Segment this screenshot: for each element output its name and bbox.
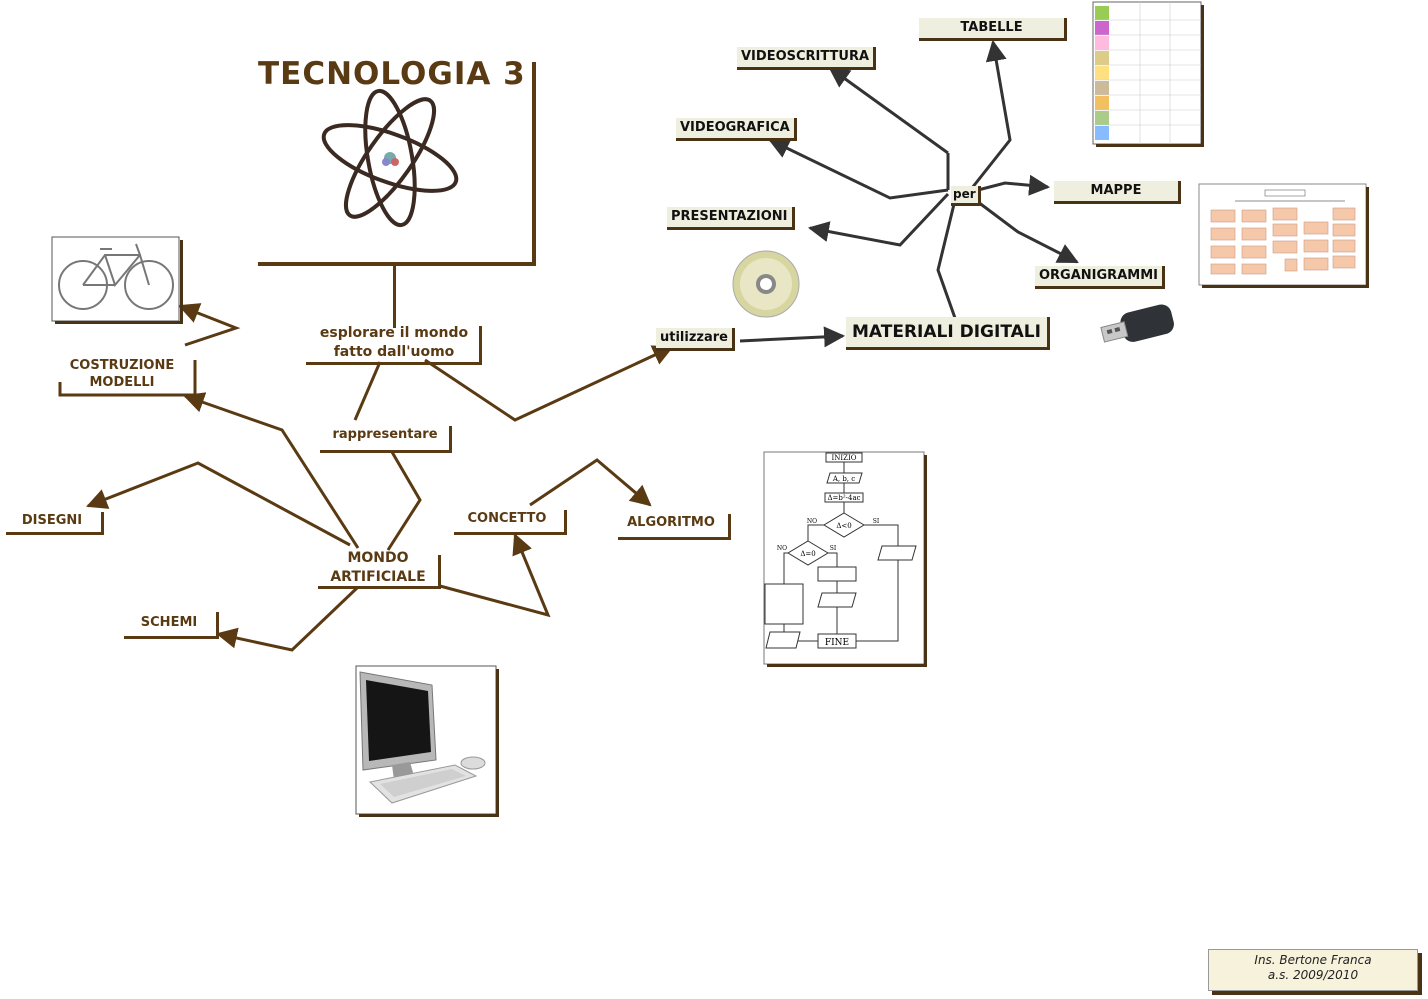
node-esplorare: esplorare il mondo fatto dall'uomo xyxy=(306,324,482,365)
node-disegni-underline xyxy=(6,532,104,535)
node-disegni: DISEGNI xyxy=(21,513,83,528)
atom-icon xyxy=(321,88,459,228)
node-presentazioni: PRESENTAZIONI xyxy=(667,207,795,230)
node-materiali-digitali: MATERIALI DIGITALI xyxy=(846,317,1050,350)
computer-image xyxy=(355,665,499,817)
cd-icon xyxy=(732,250,800,318)
flow-no-1: NO xyxy=(807,518,817,525)
node-rappresentare-underline xyxy=(320,450,452,453)
flow-test1: Δ<0 xyxy=(836,522,851,530)
node-schemi: SCHEMI xyxy=(140,615,198,630)
node-schemi-underline xyxy=(124,636,219,639)
node-mondo-bar xyxy=(438,555,441,589)
brown-connectors xyxy=(58,303,674,652)
flow-no-2: NO xyxy=(777,545,787,552)
node-concetto: CONCETTO xyxy=(467,511,547,526)
author-name: Ins. Bertone Franca xyxy=(1254,953,1372,967)
usb-drive-icon xyxy=(1100,304,1174,343)
node-tabelle: TABELLE xyxy=(919,18,1067,41)
dark-connectors xyxy=(739,39,1079,348)
flow-end: FINE xyxy=(825,638,849,648)
flowchart-image xyxy=(763,451,927,667)
flow-start: INIZIO xyxy=(831,454,856,462)
table-thumbnail xyxy=(1092,1,1204,147)
node-rappresentare-bar xyxy=(449,426,452,453)
orgchart-thumbnail xyxy=(1198,183,1369,288)
node-mappe: MAPPE xyxy=(1054,181,1181,204)
node-algoritmo: ALGORITMO xyxy=(627,515,715,530)
node-disegni-bar xyxy=(101,512,104,535)
title-frame xyxy=(258,62,536,328)
flow-test2: Δ=0 xyxy=(800,550,815,558)
node-esplorare-bar xyxy=(479,326,482,362)
node-videografica: VIDEOGRAFICA xyxy=(676,118,797,141)
node-mondo-artificiale: MONDO ARTIFICIALE xyxy=(330,550,426,585)
node-concetto-bar xyxy=(564,510,567,535)
node-rappresentare: rappresentare xyxy=(332,427,438,442)
author-credit: Ins. Bertone Franca a.s. 2009/2010 xyxy=(1208,949,1418,991)
node-concetto-underline xyxy=(454,532,567,535)
flow-input: A, b, c xyxy=(832,475,855,483)
node-per: per xyxy=(951,186,981,206)
flow-si-1: SI xyxy=(873,518,880,525)
node-schemi-bar xyxy=(216,612,219,639)
node-algoritmo-bar xyxy=(728,514,731,540)
node-costruzione-modelli: COSTRUZIONE MODELLI xyxy=(69,358,175,390)
node-videoscrittura: VIDEOSCRITTURA xyxy=(737,47,877,70)
flow-delta: Δ=b²-4ac xyxy=(827,494,860,502)
node-organigrammi: ORGANIGRAMMI xyxy=(1035,266,1165,289)
node-utilizzare: utilizzare xyxy=(656,328,735,351)
school-year: a.s. 2009/2010 xyxy=(1267,968,1359,982)
page-title: TECNOLOGIA 3 xyxy=(258,56,526,92)
node-mondo-underline xyxy=(318,586,441,589)
bicycle-image xyxy=(51,236,183,324)
flow-si-2: SI xyxy=(830,545,837,552)
node-algoritmo-underline xyxy=(618,537,731,540)
